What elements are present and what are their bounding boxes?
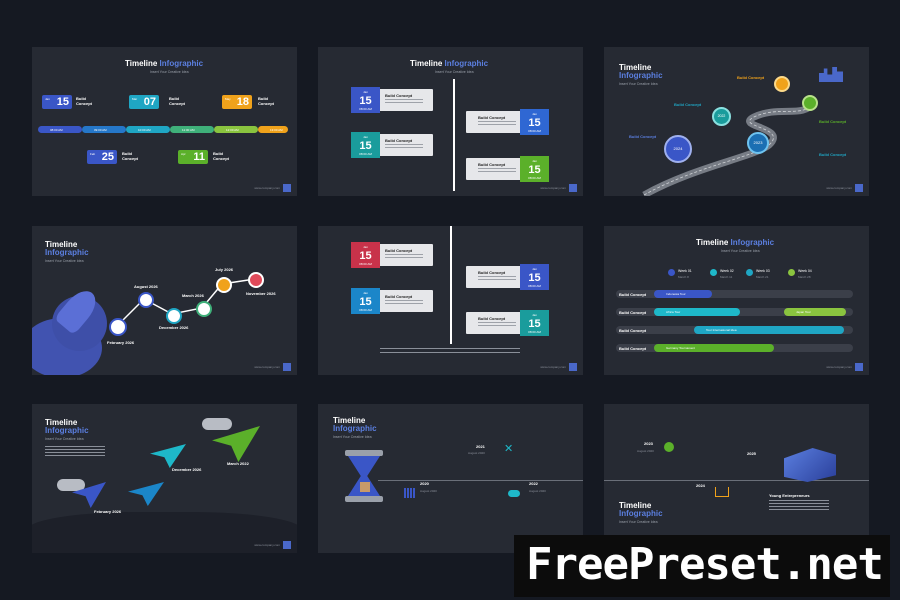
cloud-shape [57, 479, 85, 491]
timeline-segment: 11:00 AM [170, 126, 214, 133]
concept-card: Build Concept [466, 266, 526, 288]
gantt-bar: Germany Tournament [654, 344, 774, 352]
city-icon [819, 67, 843, 82]
timeline-node [109, 318, 127, 336]
box-icon [360, 482, 370, 492]
watermark: FreePreset.net [514, 535, 890, 597]
page-number [283, 363, 291, 371]
year-pin: 2024 [664, 135, 692, 163]
timeline-node [138, 292, 154, 308]
legend-dot [710, 269, 717, 276]
slide-title-line2: Infographic [619, 71, 663, 80]
timeline-segment: 12:00 AM [214, 126, 258, 133]
concept-card: Build Concept [466, 158, 526, 180]
year-pin: 2022 [712, 107, 731, 126]
slide-title: Timeline Infographic [696, 238, 775, 247]
timeline-node [166, 308, 182, 324]
description-text [769, 500, 829, 510]
cloud-shape [202, 418, 232, 430]
slide-title-line1: Timeline [619, 63, 652, 72]
cloud-icon [508, 490, 520, 497]
cloud-shape [32, 512, 297, 553]
slide-thumbnail-9[interactable]: 2023 August 2020 2025 2024 Timeline Info… [604, 404, 869, 553]
timeline-segment: 08:00 AM [38, 126, 82, 133]
concept-card: Build Concept [373, 89, 433, 111]
page-number [855, 184, 863, 192]
slide-thumbnail-1[interactable]: Timeline Infographic Insert Your Creativ… [32, 47, 297, 196]
year-pin [774, 76, 790, 92]
concept-card: Build Concept [373, 244, 433, 266]
gantt-bar: Africa Tour [654, 308, 740, 316]
bar-chart-icon [404, 488, 416, 498]
paper-plane-icon [150, 444, 186, 468]
timeline-node [216, 277, 232, 293]
legend-dot [746, 269, 753, 276]
globe-icon [664, 442, 674, 452]
paper-plane-icon [128, 482, 164, 506]
timeline-segment: 13:00 AM [258, 126, 288, 133]
page-number [283, 541, 291, 549]
legend-dot [668, 269, 675, 276]
legend-dot [788, 269, 795, 276]
slide-title: Timeline Infographic [410, 59, 489, 68]
timeline-segment: 09:00 AM [82, 126, 126, 133]
gantt-bar: Indonesia Tour [654, 290, 712, 298]
slide-title: Timeline Infographic [125, 59, 204, 68]
page-number [569, 363, 577, 371]
timeline-axis [378, 480, 583, 481]
cart-icon [715, 487, 729, 497]
slide-thumbnail-8[interactable]: Timeline Infographic Insert Your Creativ… [318, 404, 583, 553]
description-text [45, 446, 105, 456]
slide-thumbnail-6[interactable]: Timeline Infographic Insert Your Creativ… [604, 226, 869, 375]
page-number [283, 184, 291, 192]
concept-card: Build Concept [466, 111, 526, 133]
slide-subtitle: Insert Your Creative Idea [150, 70, 189, 74]
gantt-bar: Japan Tour [784, 308, 846, 316]
year-pin [802, 95, 818, 111]
slide-thumbnail-7[interactable]: Timeline Infographic Insert Your Creativ… [32, 404, 297, 553]
winding-road-graphic [642, 99, 818, 196]
timeline-axis [604, 480, 869, 481]
concept-card: Build Concept [373, 134, 433, 156]
timeline-segment: 10:00 AM [126, 126, 170, 133]
tools-icon: ✕ [504, 443, 514, 455]
page-number [569, 184, 577, 192]
concept-card: Build Concept [373, 290, 433, 312]
timeline-axis [450, 226, 452, 344]
slide-thumbnail-2[interactable]: Timeline Infographic Insert Your Creativ… [318, 47, 583, 196]
zigzag-line [116, 278, 256, 327]
timeline-node [248, 272, 264, 288]
paper-plane-icon [212, 426, 260, 462]
year-pin: 2023 [747, 132, 769, 154]
page-number [855, 363, 863, 371]
slide-thumbnail-4[interactable]: Timeline Infographic Insert Your Creativ… [32, 226, 297, 375]
concept-card: Build Concept [466, 312, 526, 334]
description-text [380, 348, 520, 356]
slide-thumbnail-3[interactable]: Timeline Infographic Insert Your Creativ… [604, 47, 869, 196]
timeline-axis [453, 79, 455, 191]
timeline-node [196, 301, 212, 317]
building-icon [784, 448, 836, 482]
slide-subtitle: Insert Your Creative Idea [435, 70, 474, 74]
gantt-bar: Tour Internasional Idea [694, 326, 844, 334]
